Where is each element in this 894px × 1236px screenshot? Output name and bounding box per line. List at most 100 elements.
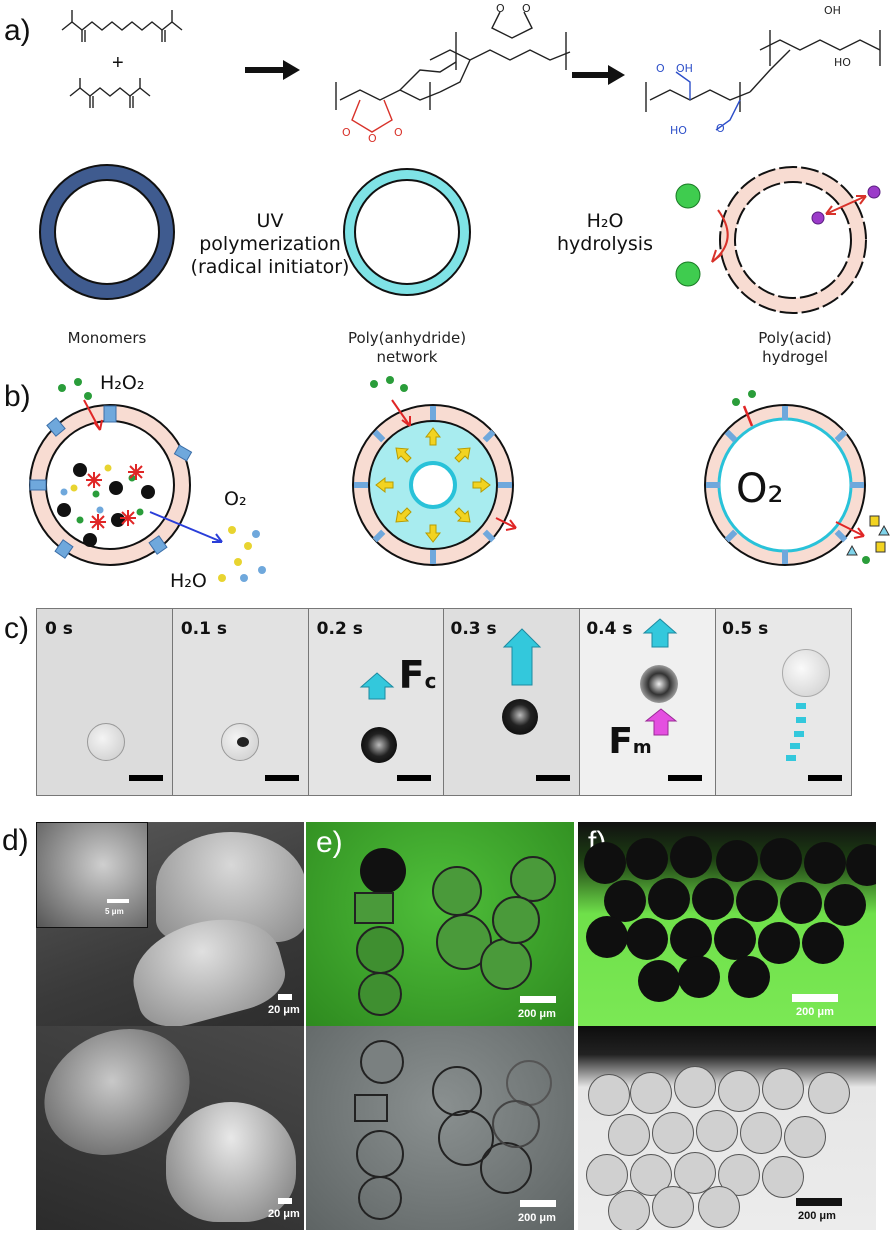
brightfield-image-f: 200 μm xyxy=(578,1026,876,1230)
force-m-sub: m xyxy=(632,737,652,758)
panel-label-b: b) xyxy=(4,380,31,413)
frame-01s: 0.1 s xyxy=(172,609,309,795)
reaction-schematic xyxy=(29,376,890,582)
svg-text:O: O xyxy=(496,2,505,15)
scale-bar xyxy=(129,775,163,781)
capsule xyxy=(480,938,532,990)
droplet xyxy=(360,727,397,763)
particle xyxy=(626,838,668,880)
scale-bar xyxy=(668,775,703,781)
particle xyxy=(678,956,720,998)
particle xyxy=(626,918,668,960)
frame-time-5: 0.5 s xyxy=(722,619,769,639)
particle xyxy=(674,1066,716,1108)
droplet xyxy=(640,665,679,703)
svg-text:HO: HO xyxy=(834,56,851,69)
scale-label: 200 μm xyxy=(798,1210,836,1222)
particle xyxy=(608,1114,650,1156)
frame-04s: 0.4 s Fm xyxy=(580,609,717,795)
particle xyxy=(762,1156,804,1198)
particle xyxy=(718,1070,760,1112)
stage-label-polyacid: Poly(acid) xyxy=(758,329,832,347)
particle xyxy=(846,844,876,886)
inset-scale-bar xyxy=(107,899,129,903)
scale-bar xyxy=(536,775,571,781)
droplet xyxy=(502,699,539,735)
particle xyxy=(604,880,646,922)
particle xyxy=(670,836,712,878)
scale-label: 200 μm xyxy=(796,1006,834,1018)
up-arrow-cyan xyxy=(359,672,394,700)
chemical-scheme: O O O O O O OH HO O OH HO xyxy=(61,2,881,145)
scale-bar xyxy=(520,996,556,1003)
o2-inside-label: O₂ xyxy=(736,466,784,512)
particle xyxy=(696,1110,738,1152)
plus-sign: + xyxy=(112,52,124,74)
particle xyxy=(670,918,712,960)
particle xyxy=(586,916,628,958)
panel-label-d: d) xyxy=(2,824,29,857)
particle xyxy=(584,842,626,884)
panel-label-a: a) xyxy=(4,14,31,47)
scale-bar xyxy=(520,1200,556,1207)
particle xyxy=(780,882,822,924)
svg-text:HO: HO xyxy=(670,124,687,137)
frame-time-3: 0.3 s xyxy=(450,619,497,639)
fluorescence-image-e: e) 200 μm xyxy=(306,822,574,1026)
capsule xyxy=(358,1176,402,1220)
stage-rings xyxy=(39,164,881,314)
scale-bar xyxy=(792,994,838,1002)
svg-text:OH: OH xyxy=(824,4,841,17)
force-c-label: Fc xyxy=(399,653,437,697)
particle xyxy=(802,922,844,964)
particle xyxy=(652,1186,694,1228)
scale-label: 20 μm xyxy=(268,1004,300,1016)
force-m-letter: F xyxy=(608,721,633,762)
particle xyxy=(824,884,866,926)
scale-bar xyxy=(396,775,431,781)
svg-text:OH: OH xyxy=(676,62,693,75)
sem-capsule xyxy=(166,1102,296,1222)
frame-time-2: 0.2 s xyxy=(316,619,363,639)
capsule xyxy=(492,896,540,944)
stage-label-polyanhydride-2: network xyxy=(376,348,438,366)
up-arrow-cyan xyxy=(642,618,678,648)
particle xyxy=(758,922,800,964)
particle xyxy=(740,1112,782,1154)
frame-time-1: 0.1 s xyxy=(180,619,227,639)
capsule xyxy=(356,926,404,974)
o2-out-label: O₂ xyxy=(224,488,247,510)
scale-bar xyxy=(796,1198,842,1206)
scale-label: 200 μm xyxy=(518,1008,556,1020)
particle xyxy=(652,1112,694,1154)
sem-image-top: 5 μm 20 μm xyxy=(36,822,304,1026)
frame-time-0: 0 s xyxy=(45,619,73,639)
particle xyxy=(784,1116,826,1158)
scale-label: 200 μm xyxy=(518,1212,556,1224)
capsule xyxy=(354,1094,388,1122)
timelapse-strip: 0 s 0.1 s 0.2 s Fc 0.3 s 0.4 s Fm 0.5 s xyxy=(36,608,852,796)
force-c-letter: F xyxy=(398,653,425,697)
stage-label-polyacid-2: hydrogel xyxy=(762,348,828,366)
capsule-dark xyxy=(360,848,406,894)
particle xyxy=(692,878,734,920)
scale-bar xyxy=(278,994,292,1000)
step1-line3: (radical initiator) xyxy=(190,256,350,278)
capsule xyxy=(432,866,482,916)
frame-0s: 0 s xyxy=(37,609,173,795)
sem-inset: 5 μm xyxy=(36,822,148,928)
force-c-sub: c xyxy=(424,669,437,693)
step2-line2: hydrolysis xyxy=(557,233,653,255)
svg-text:O: O xyxy=(368,132,377,145)
scale-bar xyxy=(278,1198,292,1204)
stage-label-polyanhydride: Poly(anhydride) xyxy=(347,329,467,347)
step1-line1: UV xyxy=(256,210,284,232)
step1-line2: polymerization xyxy=(199,233,341,255)
brightfield-image-e: 200 μm xyxy=(306,1026,574,1230)
capsule xyxy=(354,892,394,924)
particle xyxy=(638,960,680,1002)
scale-bar xyxy=(264,775,299,781)
capsule xyxy=(360,1040,404,1084)
capsule xyxy=(480,1142,532,1194)
step2-line1: H₂O xyxy=(586,210,624,232)
